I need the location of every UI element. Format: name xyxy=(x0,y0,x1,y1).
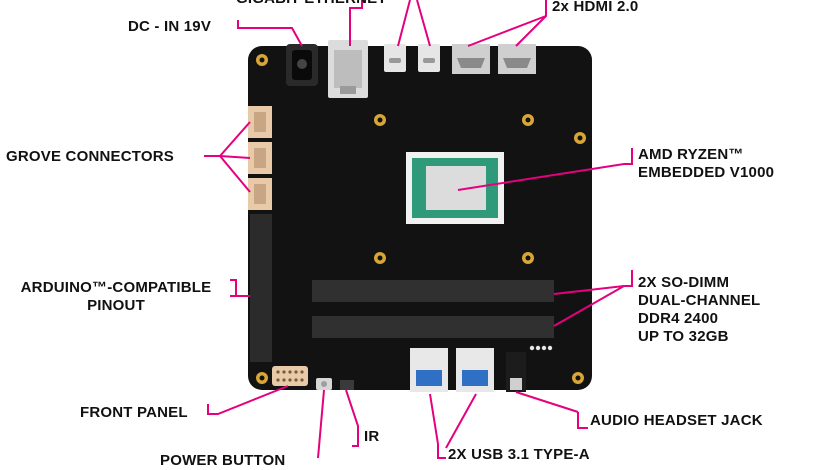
dc-jack xyxy=(286,44,318,86)
audio-jack xyxy=(506,352,526,392)
label-front-panel: FRONT PANEL xyxy=(80,404,188,421)
label-cpu-line2: EMBEDDED V1000 xyxy=(638,164,775,181)
label-arduino-line2: PINOUT xyxy=(87,297,145,314)
mounting-holes xyxy=(256,54,586,384)
label-hdmi: 2x HDMI 2.0 xyxy=(552,0,639,15)
label-power-button: POWER BUTTON xyxy=(160,452,286,469)
label-ir: IR xyxy=(364,428,380,445)
label-audio: AUDIO HEADSET JACK xyxy=(590,412,763,429)
label-cpu-line1: AMD RYZEN™ xyxy=(638,146,744,163)
label-usb: 2X USB 3.1 TYPE-A xyxy=(448,446,590,463)
ram-slots xyxy=(312,280,554,338)
label-ram-line3: DDR4 2400 xyxy=(638,310,719,327)
grove-connectors xyxy=(248,106,272,210)
label-ethernet: GIGABIT ETHERNET xyxy=(236,0,387,8)
power-button xyxy=(316,378,332,390)
arduino-header xyxy=(250,214,272,362)
ir-receiver xyxy=(340,380,354,390)
label-arduino-line1: ARDUINO™-COMPATIBLE xyxy=(20,279,212,296)
label-dc-in: DC - IN 19V xyxy=(128,18,212,35)
label-arduino: ARDUINO™-COMPATIBLE PINOUT xyxy=(2,279,230,315)
label-ram-line2: DUAL-CHANNEL xyxy=(638,292,761,309)
usb-c-ports xyxy=(384,44,440,72)
label-ram-line4: UP TO 32GB xyxy=(638,328,729,345)
cpu-chip xyxy=(406,152,504,224)
callout-lines xyxy=(204,0,633,459)
label-cpu: AMD RYZEN™ EMBEDDED V1000 xyxy=(638,146,774,182)
ethernet-port xyxy=(328,40,368,98)
hdmi-ports xyxy=(452,44,536,74)
small-header xyxy=(529,345,553,351)
label-grove: GROVE CONNECTORS xyxy=(6,148,174,165)
usb-a-ports xyxy=(410,348,494,392)
front-panel-header xyxy=(272,366,308,386)
label-ram-line1: 2X SO-DIMM xyxy=(638,274,730,291)
label-ram: 2X SO-DIMM DUAL-CHANNEL DDR4 2400 UP TO … xyxy=(638,274,760,346)
